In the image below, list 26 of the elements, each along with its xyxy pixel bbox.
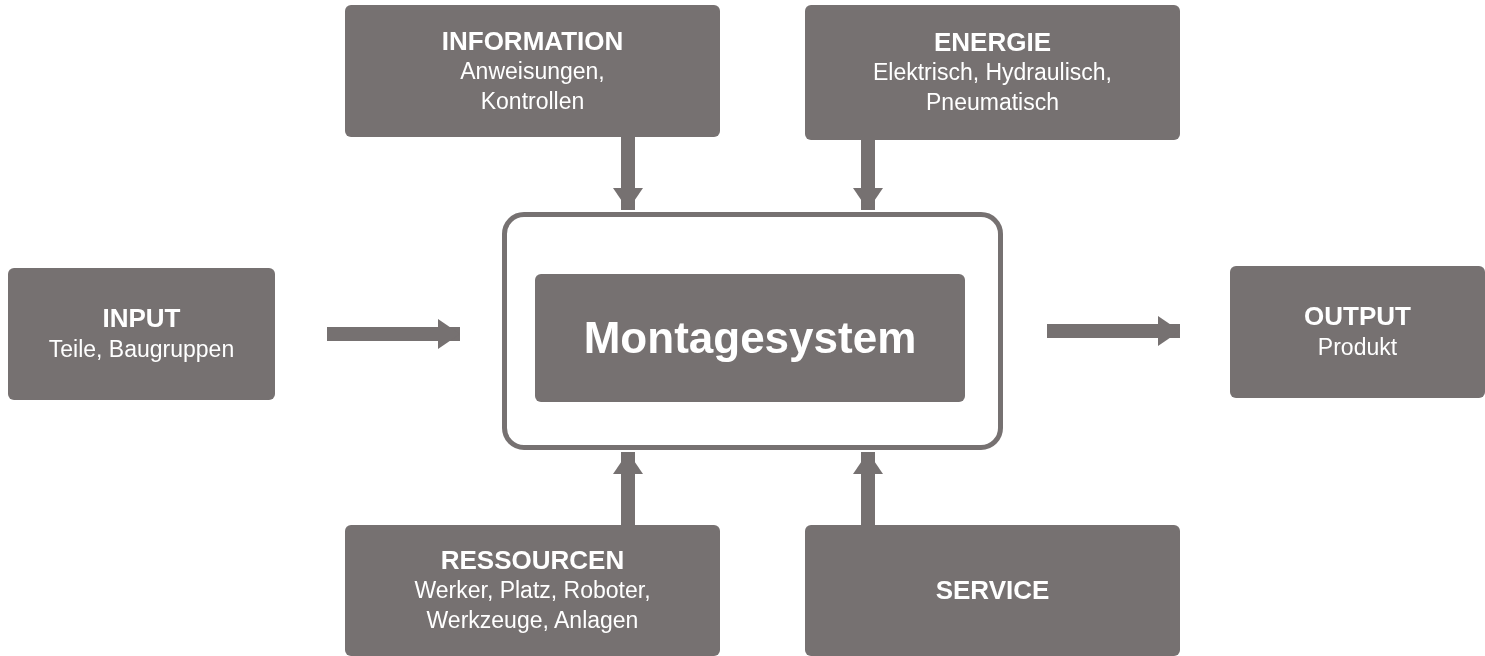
box-heading: SERVICE: [935, 574, 1050, 607]
box-heading: RESSOURCEN: [440, 545, 625, 577]
box-heading: INFORMATION: [441, 25, 624, 57]
process-box: [345, 5, 720, 137]
arrow: [853, 452, 883, 525]
process-box: [345, 525, 720, 656]
process-box: [1230, 266, 1485, 398]
arrow: [1047, 316, 1180, 346]
box-heading: Montagesystem: [583, 313, 917, 363]
arrow: [327, 319, 460, 349]
box-text: Werker, Platz, Roboter, Werkzeuge, Anlagen: [413, 576, 652, 636]
box-text: Elektrisch, Hydraulisch, Pneumatisch: [872, 58, 1113, 118]
box-text: Anweisungen, Kontrollen: [459, 56, 606, 116]
system-frame: [502, 212, 1003, 450]
box-text: Teile, Baugruppen: [48, 334, 235, 364]
process-box: [535, 274, 965, 402]
arrow: [853, 140, 883, 210]
process-box: [805, 525, 1180, 656]
box-heading: ENERGIE: [934, 27, 1051, 59]
process-box: [805, 5, 1180, 140]
process-box: [8, 268, 275, 400]
box-text: Produkt: [1317, 332, 1398, 362]
box-heading: INPUT: [102, 303, 181, 335]
arrow: [613, 137, 643, 210]
arrow: [613, 452, 643, 525]
box-heading: OUTPUT: [1304, 301, 1411, 333]
